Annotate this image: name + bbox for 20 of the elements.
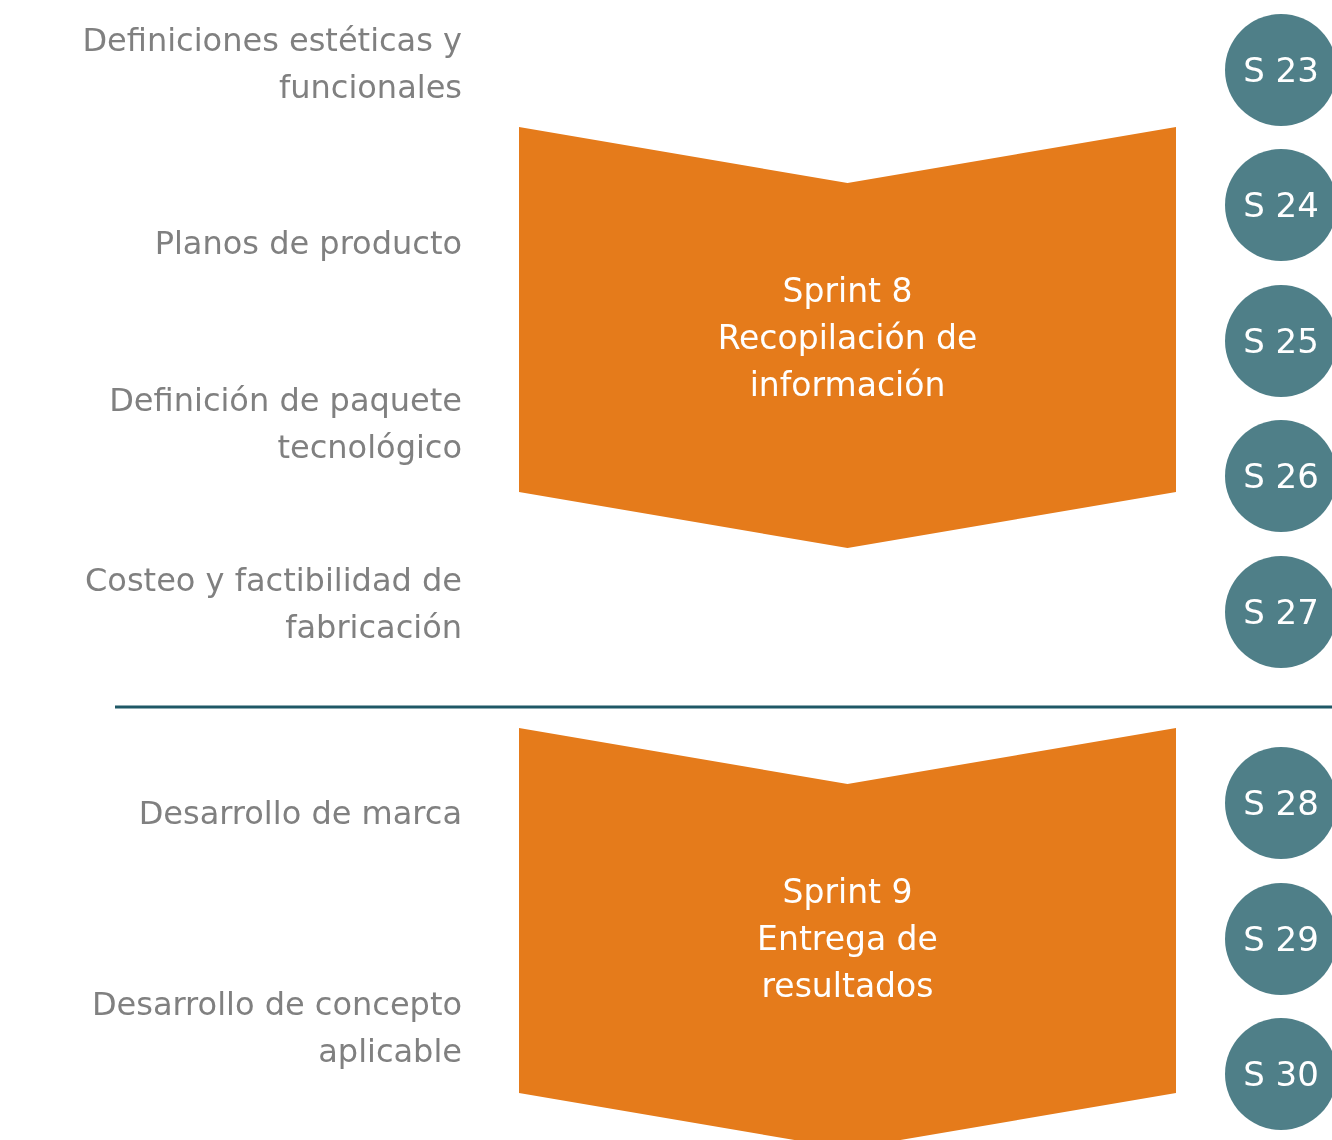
- sprint-chevron: [519, 728, 1176, 1140]
- deliverable-label: Costeo y factibilidad de fabricación: [84, 560, 462, 648]
- sprint-title: Sprint 9: [782, 871, 913, 913]
- week-badge: S 26: [1225, 420, 1332, 532]
- sprint-chevron: [519, 127, 1176, 548]
- week-badge: S 30: [1225, 1018, 1332, 1130]
- week-badge: S 28: [1225, 747, 1332, 859]
- week-badge: S 29: [1225, 883, 1332, 995]
- deliverable-label: Definición de paquete tecnológico: [108, 380, 462, 468]
- week-badge: S 24: [1225, 149, 1332, 261]
- week-badge: S 25: [1225, 285, 1332, 397]
- sprint-description: Recopilación de información: [716, 317, 979, 406]
- week-badge: S 23: [1225, 14, 1332, 126]
- deliverable-label: Desarrollo de concepto aplicable: [90, 984, 462, 1072]
- sprint-title: Sprint 8: [782, 270, 913, 312]
- week-badge: S 27: [1225, 556, 1332, 668]
- deliverable-label: Definiciones estéticas y funcionales: [81, 20, 462, 108]
- sprint-description: Entrega de resultados: [756, 918, 939, 1007]
- deliverable-label: Desarrollo de marca: [137, 792, 462, 834]
- deliverable-label: Planos de producto: [153, 222, 462, 264]
